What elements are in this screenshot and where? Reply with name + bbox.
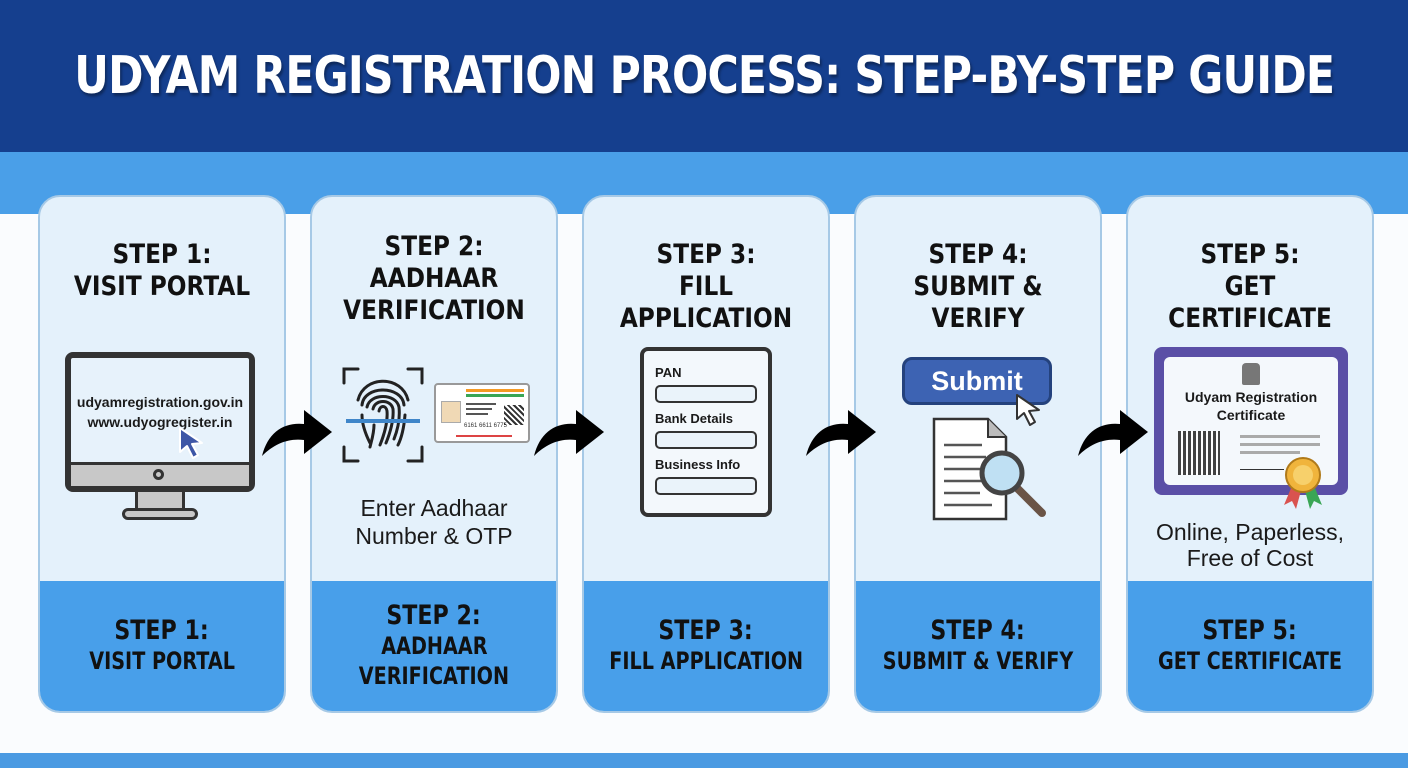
form-field-box [655,431,757,449]
step-number: STEP 3: [656,239,756,270]
footer-band [0,753,1408,768]
footer-step-number: STEP 2: [386,600,482,631]
award-ribbon-icon [1284,457,1322,509]
step-caption: Enter Aadhaar [360,495,508,521]
cursor-icon [179,427,203,459]
footer-step-title: GET CERTIFICATE [1158,647,1342,675]
step-card-5: STEP 5: GET CERTIFICATE Udyam Registrati… [1126,195,1374,713]
step-title: SUBMIT & VERIFY [913,271,1043,334]
certificate-title: Certificate [1216,407,1286,423]
fingerprint-icon [342,367,424,463]
portal-url: udyamregistration.gov.in [76,394,244,410]
footer-step-title: SUBMIT & VERIFY [882,647,1074,675]
curved-arrow-icon [806,410,876,456]
step-footer: STEP 1: VISIT PORTAL [40,581,284,711]
step-card-4: STEP 4: SUBMIT & VERIFY Submit STEP 4: S… [854,195,1102,713]
step-footer: STEP 2: AADHAAR VERIFICATION [312,581,556,711]
footer-step-title: FILL APPLICATION [609,647,803,675]
footer-step-title: VISIT PORTAL [89,647,235,675]
page-title: UDYAM REGISTRATION PROCESS: STEP-BY-STEP… [74,46,1335,106]
curved-arrow-icon [534,410,604,456]
footer-step-title: VERIFICATION [358,662,510,690]
qr-code-icon [1178,431,1220,475]
portal-url: www.udyogregister.in [87,414,233,430]
monitor-icon: udyamregistration.gov.in www.udyogregist… [65,352,255,522]
footer-step-number: STEP 1: [114,615,210,646]
certificate-title: Udyam Registration [1184,389,1318,405]
signature-line [1240,469,1284,470]
step-caption: Free of Cost [1186,545,1314,571]
step-title: GET CERTIFICATE [1168,271,1332,334]
cursor-icon [1016,394,1040,426]
footer-step-number: STEP 3: [658,615,754,646]
step-number: STEP 5: [1200,239,1300,270]
form-field-label: Bank Details [655,411,734,426]
aadhaar-number: 6161 6611 6775 [464,423,507,429]
emblem-icon [1242,363,1260,385]
step-footer: STEP 5: GET CERTIFICATE [1128,581,1372,711]
curved-arrow-icon [262,410,332,456]
step-footer: STEP 4: SUBMIT & VERIFY [856,581,1100,711]
footer-step-number: STEP 4: [930,615,1026,646]
form-field-label: Business Info [655,457,741,472]
header-banner: UDYAM REGISTRATION PROCESS: STEP-BY-STEP… [0,0,1408,152]
step-number: STEP 4: [928,239,1028,270]
form-field-box [655,385,757,403]
step-title-line: VERIFICATION [343,295,525,326]
footer-step-number: STEP 5: [1202,615,1298,646]
footer-step-title: AADHAAR [380,632,488,660]
step-card-2: STEP 2: AADHAAR VERIFICATION 6161 6611 6… [310,195,558,713]
form-field-label: PAN [655,365,682,380]
form-field-box [655,477,757,495]
step-caption: Online, Paperless, [1156,519,1344,545]
curved-arrow-icon [1078,410,1148,456]
document-search-icon [932,417,1046,521]
step-card-3: STEP 3: FILL APPLICATION PAN Bank Detail… [582,195,830,713]
certificate-icon: Udyam Registration Certificate [1154,347,1348,495]
step-card-1: STEP 1: VISIT PORTAL udyamregistration.g… [38,195,286,713]
step-footer: STEP 3: FILL APPLICATION [584,581,828,711]
step-title-line: AADHAAR [369,263,499,294]
step-title: VISIT PORTAL [73,271,251,302]
form-icon: PAN Bank Details Business Info [640,347,772,517]
step-title: FILL APPLICATION [619,271,793,334]
step-number: STEP 1: [112,239,212,270]
aadhaar-card-icon: 6161 6611 6775 [434,383,530,443]
step-number: STEP 2: [384,231,484,262]
step-caption: Number & OTP [355,523,513,549]
submit-button-illustration: Submit [902,357,1052,405]
